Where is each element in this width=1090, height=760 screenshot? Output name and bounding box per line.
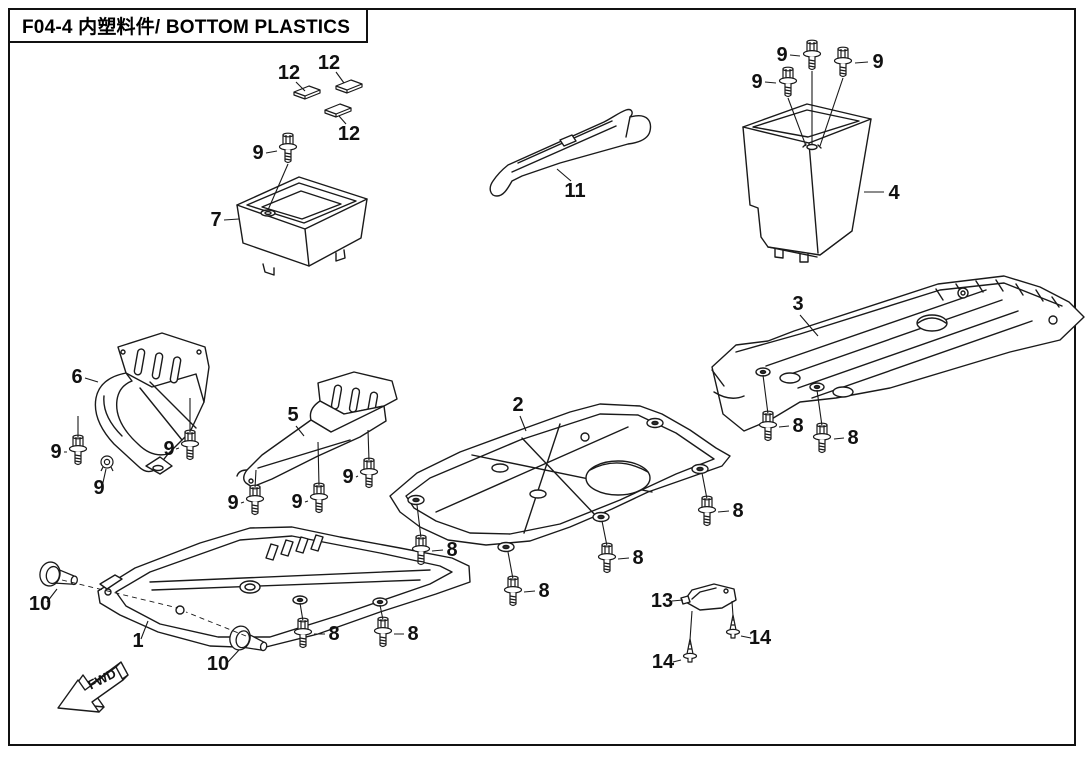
callout-label: 4 [888, 182, 900, 204]
callout-label: 14 [652, 651, 675, 673]
fasteners [37, 39, 853, 663]
callout-label: 8 [446, 539, 457, 561]
flange-bolt-icon [812, 422, 832, 454]
flange-bolt-icon [68, 434, 88, 466]
flange-bolt-icon [278, 132, 298, 164]
callout-label: 8 [538, 580, 549, 602]
flange-bolt-icon [245, 484, 265, 516]
callout-label: 1 [132, 630, 143, 652]
fwd-arrow: FWD [57, 661, 129, 713]
page-border [8, 8, 1076, 746]
callout-label: 9 [872, 51, 883, 73]
clip-icon [293, 85, 321, 100]
flange-bolt-icon [373, 616, 393, 648]
callout-label: 6 [71, 366, 82, 388]
callout-label: 13 [651, 590, 673, 612]
push-pin-icon [725, 614, 741, 639]
callout-label: 8 [847, 427, 858, 449]
flange-bolt-icon [503, 575, 523, 607]
part-6-side-bracket [94, 332, 210, 475]
callout-label: 12 [338, 123, 360, 145]
callout-label: 3 [792, 293, 803, 315]
callout-label: 8 [732, 500, 743, 522]
callout-label: 12 [318, 52, 340, 74]
callout-label: 10 [207, 653, 229, 675]
callout-label: 2 [512, 394, 523, 416]
flange-bolt-icon [180, 429, 200, 461]
flange-bolt-icon [833, 46, 853, 78]
part-4-storage-bin [742, 103, 872, 263]
callouts: 12 12 12 9 7 11 9 9 9 4 3 8 8 6 9 9 9 5 … [29, 44, 901, 675]
callout-label: 11 [564, 180, 585, 202]
callout-label: 5 [287, 404, 298, 426]
push-pin-icon [682, 638, 698, 663]
leader-lines [46, 54, 884, 664]
part-1-front-skid-plate [97, 526, 471, 649]
callout-label: 12 [278, 62, 300, 84]
title-box: F04-4 内塑料件/ BOTTOM PLASTICS [8, 8, 368, 43]
callout-label: 9 [291, 491, 302, 513]
callout-label: 8 [328, 623, 339, 645]
part-5-center-bracket [236, 371, 398, 488]
flange-bolt-icon [802, 39, 822, 71]
callout-label: 8 [792, 415, 803, 437]
flange-bolt-icon [778, 66, 798, 98]
clip-icon [324, 103, 352, 118]
part-7-tray [236, 176, 368, 276]
part-11-channel-bracket [489, 108, 652, 197]
callout-label: 8 [632, 547, 643, 569]
callout-label: 9 [342, 466, 353, 488]
callout-label: 9 [252, 142, 263, 164]
rubber-plug-icon [37, 559, 81, 592]
callout-label: 9 [751, 71, 762, 93]
flange-bolt-icon [697, 495, 717, 527]
clip-icon [335, 79, 363, 94]
callout-label: 7 [210, 209, 221, 231]
round-nut-icon [100, 455, 114, 472]
callout-label: 9 [227, 492, 238, 514]
callout-label: 14 [749, 627, 772, 649]
part-2-center-skid-plate [389, 403, 731, 553]
callout-label: 10 [29, 593, 51, 615]
callout-label: 9 [163, 438, 174, 460]
flange-bolt-icon [309, 482, 329, 514]
part-3-rear-skid-plate [711, 275, 1085, 432]
part-13-small-bracket [680, 583, 737, 611]
flange-bolt-icon [359, 457, 379, 489]
callout-label: 9 [50, 441, 61, 463]
callout-label: 8 [407, 623, 418, 645]
callout-label: 9 [776, 44, 787, 66]
callout-label: 9 [93, 477, 104, 499]
page-title: F04-4 内塑料件/ BOTTOM PLASTICS [22, 17, 351, 38]
flange-bolt-icon [597, 542, 617, 574]
